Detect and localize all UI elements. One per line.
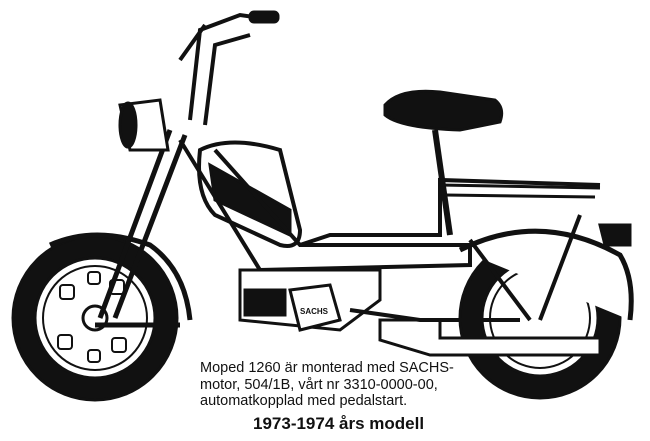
tail-light xyxy=(598,223,632,247)
front-fork xyxy=(97,129,188,319)
caption-line: Moped 1260 är monterad med SACHS- xyxy=(200,360,454,376)
handlebars xyxy=(178,12,276,126)
caption: Moped 1260 är monterad med SACHS- motor,… xyxy=(200,360,454,410)
front-fender xyxy=(48,232,193,321)
rear-rack xyxy=(439,183,601,199)
front-wheel xyxy=(11,234,179,402)
engine-label: SACHS xyxy=(300,307,329,316)
rear-fender xyxy=(458,228,634,321)
seat xyxy=(383,89,504,236)
rear-shock xyxy=(468,214,582,322)
exhaust xyxy=(378,318,602,357)
headlight xyxy=(118,98,170,152)
caption-line: automatkopplad med pedalstart. xyxy=(200,393,408,409)
caption-line: motor, 504/1B, vårt nr 3310-0000-00, xyxy=(200,376,438,393)
engine: SACHS xyxy=(238,268,382,332)
model-year-title: 1973-1974 års modell xyxy=(253,414,425,433)
